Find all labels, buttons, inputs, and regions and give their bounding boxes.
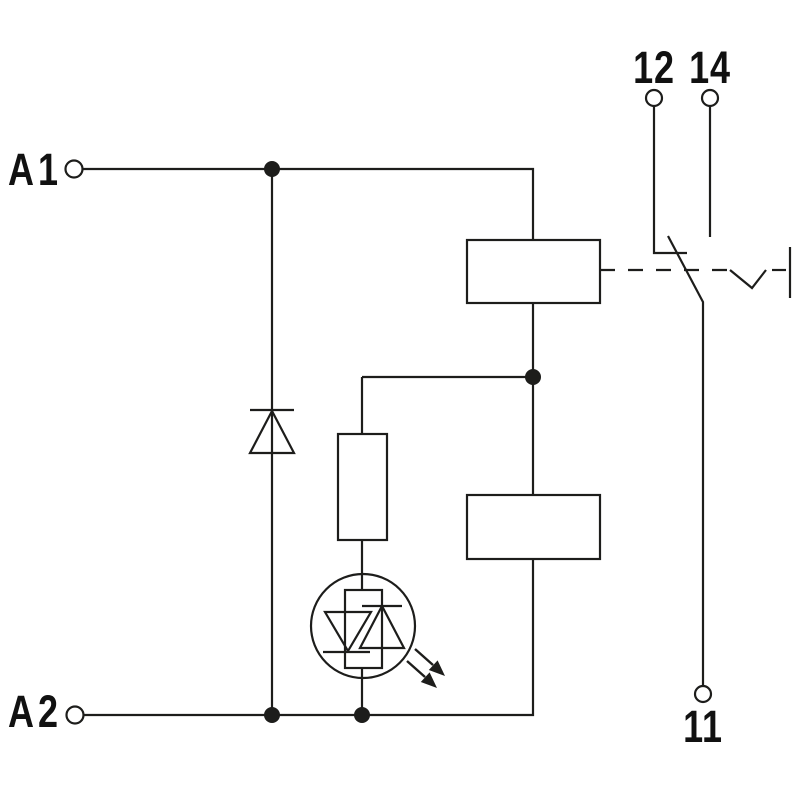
terminal-label-a1: A1	[8, 144, 63, 195]
contact-lever-and-common-line	[667, 235, 705, 686]
relay-output-block-icon	[465, 493, 602, 561]
terminal-circle-a1	[64, 159, 84, 179]
led-arrow-shaft-2	[406, 660, 426, 678]
relay-coil-icon	[465, 238, 602, 305]
terminal-label-14: 14	[689, 42, 731, 93]
led-inner-box	[343, 588, 384, 670]
terminal-circle-a2	[65, 705, 85, 725]
wire-a1-to-coil	[83, 167, 535, 240]
junction-dot-a1	[264, 161, 280, 177]
series-resistor-icon	[336, 432, 389, 542]
terminal-circle-12	[644, 88, 664, 108]
junction-dot-a2-led	[354, 707, 370, 723]
terminal-circle-14	[700, 88, 720, 108]
led-arrow-shaft-1	[414, 648, 434, 666]
mechanical-link-icon	[600, 247, 792, 298]
led-diode-right-triangle	[358, 603, 406, 650]
terminal-label-a2: A2	[8, 686, 63, 737]
wire-a2-bottom	[84, 559, 535, 717]
changeover-contact-icon	[652, 106, 712, 686]
led-arrow-head-2	[420, 672, 437, 688]
junction-dot-a2-diode	[264, 707, 280, 723]
junction-dot-coil	[525, 369, 541, 385]
mech-link-notch	[729, 269, 767, 290]
terminal-circle-11	[693, 684, 713, 704]
diode-triangle	[248, 408, 296, 455]
terminal-label-11: 11	[683, 701, 723, 752]
terminal-label-12: 12	[633, 42, 675, 93]
freewheeling-diode-icon	[248, 408, 296, 455]
led-arrow-head-1	[428, 660, 445, 676]
contact-nc-terminal-line	[652, 106, 687, 255]
led-indicator-icon	[309, 572, 434, 680]
led-diode-left-triangle	[323, 610, 373, 654]
